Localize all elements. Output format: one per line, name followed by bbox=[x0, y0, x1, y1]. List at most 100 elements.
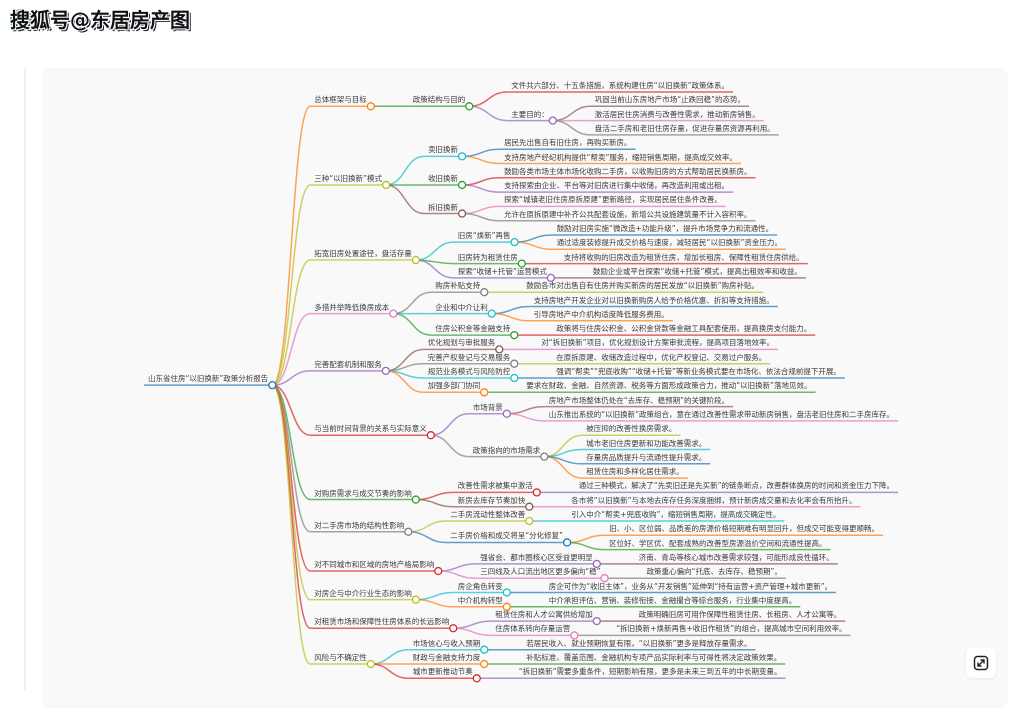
mindmap-node-label: 旧房“焕新”再售 bbox=[457, 231, 511, 241]
mindmap-node-label: 购房补贴支持 bbox=[435, 281, 481, 291]
mindmap-leaf-label: 对“拆旧换新”项目，优化规划设计方案审批流程，提高项目落地效率。 bbox=[541, 338, 775, 348]
mindmap-node-label: 房企角色转变 bbox=[457, 581, 503, 591]
branch-connector bbox=[506, 405, 545, 415]
node-collapse-toggle[interactable] bbox=[510, 359, 519, 368]
node-collapse-toggle[interactable] bbox=[510, 330, 519, 340]
sohu-logo-icon bbox=[10, 9, 32, 31]
node-collapse-toggle[interactable] bbox=[517, 259, 526, 268]
node-collapse-toggle[interactable] bbox=[510, 373, 519, 383]
branch-connector bbox=[567, 534, 606, 544]
node-collapse-toggle[interactable] bbox=[480, 659, 489, 669]
branch-connector bbox=[271, 184, 311, 386]
mindmap-leaf-label: 支持房地产开发企业对以旧换新购房人给予价格优惠、折扣等支持措施。 bbox=[533, 295, 774, 305]
node-collapse-toggle[interactable] bbox=[532, 488, 541, 497]
mindmap-node-label: 中介机构转型 bbox=[457, 595, 503, 605]
mindmap-leaf-label: 鼓励各市对出售自有住房并购买新房的居民发放“以旧换新”购房补贴。 bbox=[526, 281, 760, 291]
branch-connector bbox=[469, 91, 508, 108]
branch-connector bbox=[385, 184, 425, 215]
node-collapse-toggle[interactable] bbox=[426, 431, 435, 440]
node-collapse-toggle[interactable] bbox=[600, 574, 609, 583]
node-collapse-toggle[interactable] bbox=[434, 566, 443, 576]
fullscreen-button[interactable] bbox=[966, 648, 996, 678]
mindmap-leaf-label: 政策将与住房公积金、公积金贷款等金融工具配套使用，提高换房支付能力。 bbox=[556, 324, 812, 334]
branch-connector bbox=[370, 648, 409, 665]
branch-connector bbox=[415, 498, 454, 508]
mindmap-leaf-label: 政策重心偏向“托底、去库存、稳预期”。 bbox=[646, 567, 782, 577]
watermark-text: 搜狐号@东居房产图 bbox=[10, 7, 190, 32]
branch-connector bbox=[272, 370, 311, 386]
mindmap-node-label: 对不同城市和区域的房地产格局影响 bbox=[314, 560, 435, 570]
mindmap-leaf-label: 房地产市场整体仍处在“去库存、稳预期”的关键阶段。 bbox=[548, 395, 730, 405]
node-collapse-toggle[interactable] bbox=[502, 409, 511, 418]
mindmap-leaf-label: 通过适度装修提升成交价格与速度，减轻居民“以旧换新”资金压力。 bbox=[556, 238, 782, 248]
mindmap-node-label: 住房体系转向存量运营 bbox=[495, 624, 571, 634]
node-collapse-toggle[interactable] bbox=[411, 495, 420, 504]
node-collapse-toggle[interactable] bbox=[381, 366, 390, 376]
node-collapse-toggle[interactable] bbox=[457, 209, 467, 218]
node-collapse-toggle[interactable] bbox=[465, 102, 474, 111]
node-collapse-toggle[interactable] bbox=[389, 309, 398, 318]
mindmap-node-label: 规范业务模式与风险防控 bbox=[427, 367, 511, 376]
branch-connector bbox=[415, 259, 454, 279]
node-collapse-toggle[interactable] bbox=[480, 388, 489, 397]
left-divider bbox=[24, 68, 26, 690]
mindmap-leaf-label: 在原拆原建、收储改造过程中，优化产权登记、交易过户服务。 bbox=[556, 352, 767, 362]
branch-connector bbox=[552, 119, 591, 136]
node-collapse-toggle[interactable] bbox=[540, 452, 549, 461]
node-collapse-toggle[interactable] bbox=[502, 588, 511, 597]
branch-connector bbox=[272, 312, 311, 386]
node-collapse-toggle[interactable] bbox=[487, 309, 496, 318]
mindmap-leaf-label: “拆旧换新”需要多重条件，短期影响有限，更多是未来三到五年的中长期变量。 bbox=[518, 667, 782, 677]
mindmap-leaf-label: 租赁住房和多样化居住需求。 bbox=[586, 467, 684, 477]
node-collapse-toggle[interactable] bbox=[457, 152, 467, 161]
node-collapse-toggle[interactable] bbox=[404, 527, 413, 536]
node-collapse-toggle[interactable] bbox=[562, 538, 572, 547]
branch-connector bbox=[544, 448, 583, 458]
node-collapse-toggle[interactable] bbox=[546, 273, 555, 283]
node-collapse-toggle[interactable] bbox=[502, 602, 511, 611]
watermark: 搜狐号@东居房产图 bbox=[10, 4, 190, 32]
node-collapse-toggle[interactable] bbox=[411, 595, 420, 604]
node-collapse-toggle[interactable] bbox=[472, 674, 481, 683]
mindmap-node-label: 旧房转为租赁住房 bbox=[457, 252, 518, 262]
node-collapse-toggle[interactable] bbox=[592, 616, 601, 626]
node-collapse-toggle[interactable] bbox=[457, 180, 467, 190]
mindmap-leaf-label: 房企可作为“收旧主体”，业务从“开发销售”延伸到“持有运营+资产管理+城市更新”… bbox=[548, 581, 833, 591]
mindmap-node-label: 二手房流动性整体改善 bbox=[450, 510, 526, 519]
mindmap-leaf-label: 强调“帮卖”“兜底收购”“收储+托管”等新业务模式要在市场化、依法合规前提下开展… bbox=[556, 367, 841, 376]
node-collapse-toggle[interactable] bbox=[480, 288, 489, 297]
node-collapse-toggle[interactable] bbox=[411, 255, 420, 265]
node-collapse-toggle[interactable] bbox=[570, 631, 579, 640]
mindmap-node-label: 山东省住房“以旧换新”政策分析报告 bbox=[148, 374, 269, 384]
branch-connector bbox=[385, 155, 425, 186]
branch-connector bbox=[393, 312, 432, 336]
node-collapse-toggle[interactable] bbox=[268, 380, 277, 390]
mindmap-leaf-label: 通过三种模式，解决了“先卖旧还是先买新”的链条断点，改善群体换房的时间和资金压力… bbox=[578, 481, 895, 491]
mindmap-node-label: 企业和中介让利 bbox=[435, 302, 488, 312]
node-collapse-toggle[interactable] bbox=[525, 516, 534, 526]
mindmap-leaf-label: 引入中介“帮卖+兜底收购”，缩短销售周期，提高成交确定性。 bbox=[571, 510, 781, 519]
mindmap-leaf-label: 鼓励各类市场主体市场化收购二手房，以收购旧房的方式帮助居民换新房。 bbox=[504, 166, 752, 176]
branch-connector bbox=[462, 212, 501, 222]
node-collapse-toggle[interactable] bbox=[449, 624, 458, 633]
mindmap-node-label: 多措并举降低换房成本 bbox=[314, 302, 390, 312]
mindmap-edges bbox=[144, 91, 899, 683]
node-collapse-toggle[interactable] bbox=[510, 237, 519, 247]
branch-connector bbox=[491, 312, 530, 322]
node-collapse-toggle[interactable] bbox=[495, 345, 504, 354]
node-collapse-toggle[interactable] bbox=[480, 645, 489, 654]
branch-connector bbox=[271, 384, 311, 665]
branch-connector bbox=[438, 563, 477, 572]
node-collapse-toggle[interactable] bbox=[366, 102, 375, 111]
node-collapse-toggle[interactable] bbox=[381, 180, 391, 190]
node-collapse-toggle[interactable] bbox=[548, 116, 557, 125]
node-collapse-toggle[interactable] bbox=[366, 659, 375, 669]
node-collapse-toggle[interactable] bbox=[592, 559, 601, 569]
mindmap-leaf-label: 政策明确旧房可用作保障性租赁住房、长租房、人才公寓等。 bbox=[638, 610, 842, 620]
branch-connector bbox=[438, 570, 477, 579]
mindmap-node-label: 总体框架与目标 bbox=[314, 95, 367, 105]
mindmap-panel bbox=[42, 68, 1008, 708]
node-collapse-toggle[interactable] bbox=[525, 502, 534, 511]
branch-connector bbox=[271, 259, 311, 386]
mindmap-node-label: 城市更新推动节奏 bbox=[412, 667, 473, 677]
